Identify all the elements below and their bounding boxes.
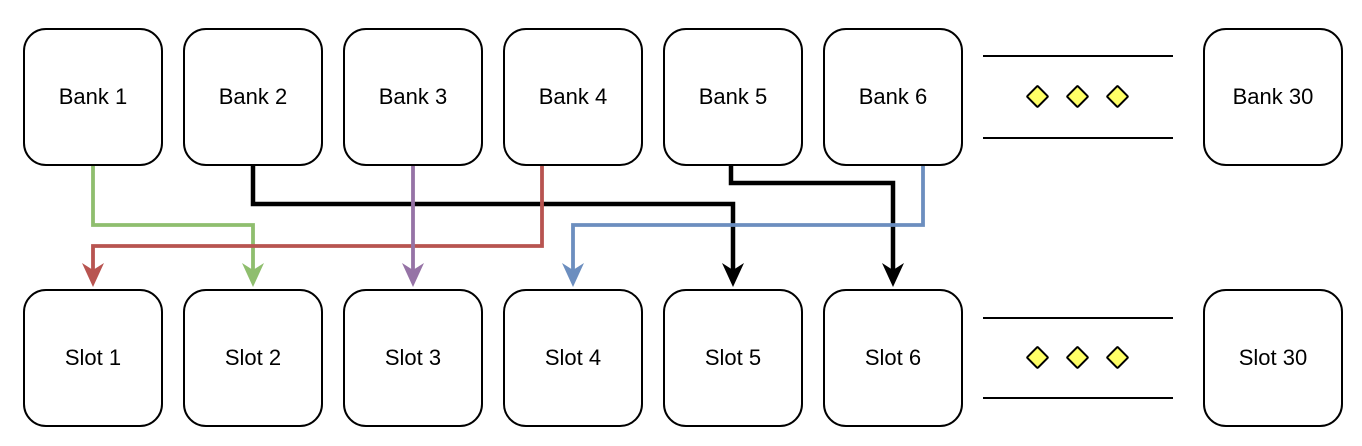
arrowhead-icon — [882, 263, 904, 287]
slot-label: Slot 5 — [704, 345, 762, 370]
slot-label: Slot 3 — [384, 345, 442, 370]
connection-bank5-to-slot6 — [728, 166, 896, 271]
bank-label: Bank 1 — [58, 84, 128, 109]
arrowhead-icon — [242, 263, 264, 287]
bank-label: Bank 5 — [698, 84, 768, 109]
slot-row-ellipsis-diamond-icon — [1105, 345, 1130, 370]
slot-label: Slot 1 — [64, 345, 122, 370]
slot-node: Slot 1 — [23, 289, 163, 427]
slot-node: Slot 6 — [823, 289, 963, 427]
slot-label: Slot 6 — [864, 345, 922, 370]
bank-row-ellipsis-diamond-icon — [1105, 84, 1130, 109]
arrowhead-icon — [562, 263, 584, 287]
bank-row-ellipsis-diamond-icon — [1065, 84, 1090, 109]
bank-node: Bank 2 — [183, 28, 323, 166]
slot-row-ellipsis-rule-bot — [983, 397, 1173, 399]
connection-bank2-to-slot5 — [250, 166, 736, 271]
bank-node: Bank 1 — [23, 28, 163, 166]
arrowhead-icon — [82, 263, 104, 287]
arrowhead-icon — [402, 263, 424, 287]
slot-label: Slot 4 — [544, 345, 602, 370]
bank-label: Bank 6 — [858, 84, 928, 109]
slot-label: Slot 2 — [224, 345, 282, 370]
bank-node: Bank 6 — [823, 28, 963, 166]
slot-node: Slot 5 — [663, 289, 803, 427]
bank-row-ellipsis-diamond-icon — [1025, 84, 1050, 109]
slot-node: Slot 30 — [1203, 289, 1343, 427]
slot-node: Slot 4 — [503, 289, 643, 427]
bank-label: Bank 4 — [538, 84, 608, 109]
bank-node: Bank 5 — [663, 28, 803, 166]
slot-node: Slot 2 — [183, 289, 323, 427]
slot-label: Slot 30 — [1238, 345, 1308, 370]
arrowhead-icon — [722, 263, 744, 287]
slot-row-ellipsis-diamond-icon — [1025, 345, 1050, 370]
bank-label: Bank 3 — [378, 84, 448, 109]
bank-node: Bank 4 — [503, 28, 643, 166]
bank-node: Bank 30 — [1203, 28, 1343, 166]
bank-node: Bank 3 — [343, 28, 483, 166]
connection-bank6-to-slot4 — [571, 166, 925, 271]
connection-bank1-to-slot2 — [91, 166, 255, 271]
slot-node: Slot 3 — [343, 289, 483, 427]
bank-label: Bank 2 — [218, 84, 288, 109]
slot-row-ellipsis-diamond-icon — [1065, 345, 1090, 370]
bank-row-ellipsis-rule-top — [983, 55, 1173, 57]
connection-bank4-to-slot1 — [91, 166, 544, 271]
bank-row-ellipsis-rule-bot — [983, 137, 1173, 139]
bank-label: Bank 30 — [1232, 84, 1314, 109]
slot-row-ellipsis-rule-top — [983, 317, 1173, 319]
